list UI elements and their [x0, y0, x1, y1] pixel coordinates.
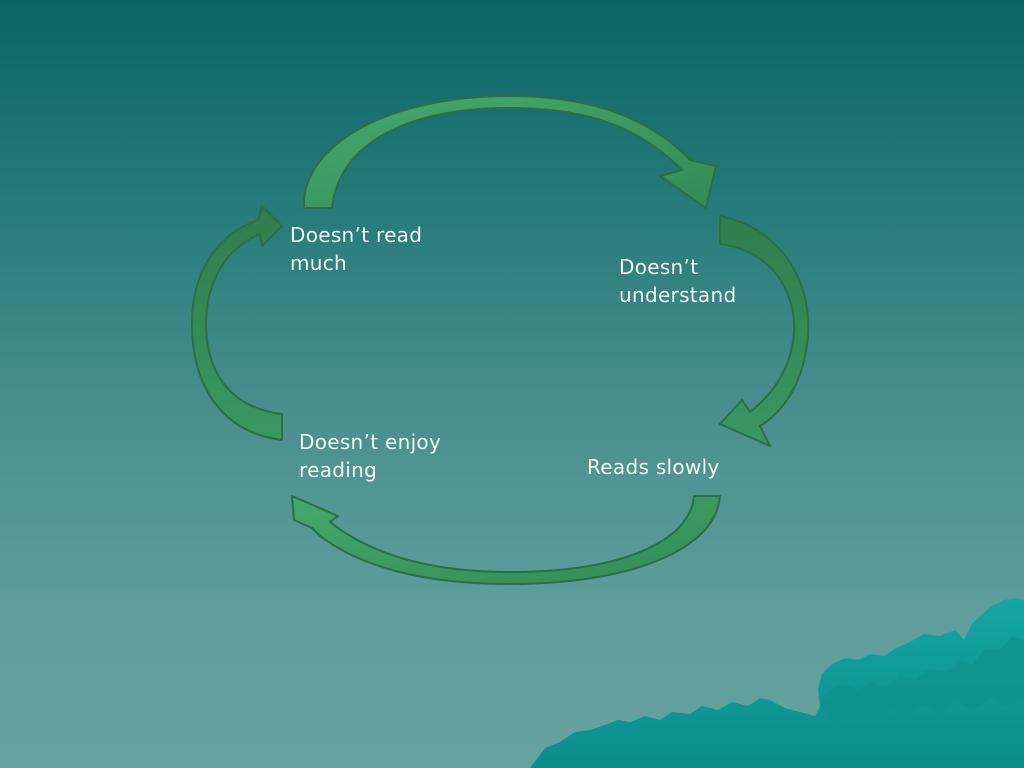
cycle-node-doesnt-understand: Doesn’t understand: [619, 253, 736, 309]
cycle-arrow-left: [192, 206, 282, 440]
node-label-line: Doesn’t: [619, 253, 736, 281]
cycle-arrow-bottom: [292, 496, 720, 584]
node-label-line: Doesn’t enjoy: [299, 428, 441, 456]
node-label-line: much: [290, 249, 422, 277]
cycle-node-doesnt-read-much: Doesn’t read much: [290, 221, 422, 277]
node-label-line: reading: [299, 456, 441, 484]
cycle-arrow-right: [720, 216, 808, 446]
cycle-node-reads-slowly: Reads slowly: [587, 453, 720, 481]
node-label-line: Reads slowly: [587, 453, 720, 481]
node-label-line: understand: [619, 281, 736, 309]
cycle-arrow-top: [304, 96, 716, 208]
node-label-line: Doesn’t read: [290, 221, 422, 249]
cycle-node-doesnt-enjoy-reading: Doesn’t enjoy reading: [299, 428, 441, 484]
rock-decoration: [530, 598, 1024, 768]
